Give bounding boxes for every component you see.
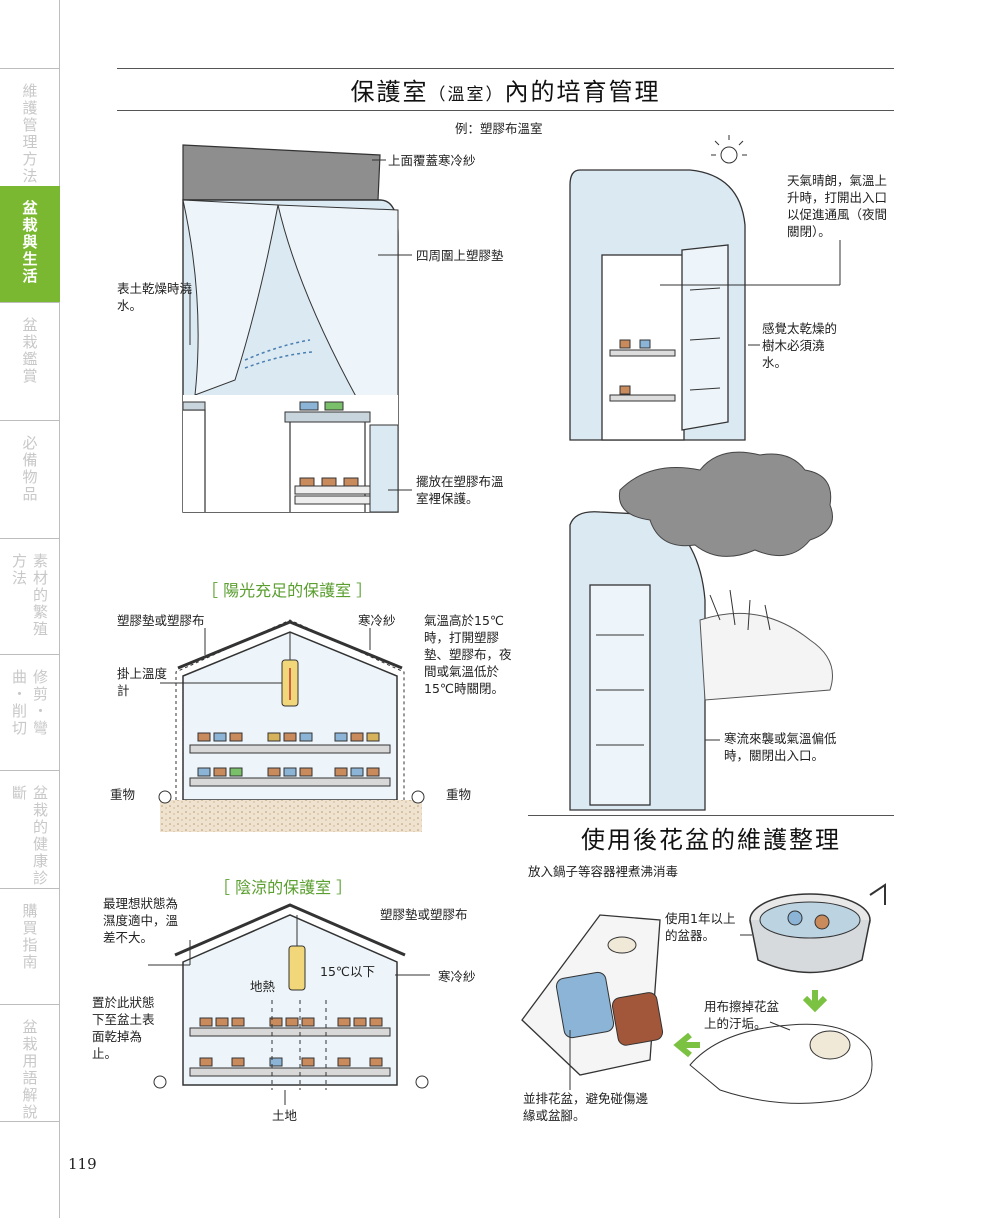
tab-label: 維護管理方法 xyxy=(20,83,39,185)
temp-below-label: 15℃以下 xyxy=(320,964,375,979)
tab-glossary[interactable]: 盆栽用語解說 xyxy=(0,1004,60,1122)
example-label: 例：塑膠布溫室 xyxy=(455,121,543,136)
sheet-label: 塑膠墊或塑膠布 xyxy=(117,613,205,628)
wipe-label: 用布擦掉花盆上的汙垢。 xyxy=(704,999,780,1031)
ground-heat-label: 地熱 xyxy=(250,979,276,994)
top-rule xyxy=(117,68,894,69)
pot-care-rule xyxy=(528,815,894,816)
greenhouse-illustration xyxy=(182,144,412,513)
title-rest: 內的培育管理 xyxy=(504,78,661,106)
shade-house-heading: ［ 陰涼的保護室 ］ xyxy=(214,878,353,897)
pot-care-illustration xyxy=(521,883,886,1104)
tab-label: 盆栽與生活 xyxy=(20,200,39,285)
title-paren: （溫室） xyxy=(428,85,505,105)
boil-label: 放入鍋子等容器裡煮沸消毒 xyxy=(528,864,679,879)
dry-water-label: 感覺太乾燥的樹木必須澆水。 xyxy=(762,321,838,370)
old-pot-label: 使用1年以上的盆器。 xyxy=(665,911,736,943)
door-open-illustration xyxy=(569,135,841,441)
tab-label: 素材的繁殖方法 xyxy=(10,553,49,638)
keep-state-label: 置於此狀態下至盆土表面乾掉為止。 xyxy=(92,995,155,1061)
ideal-state-label: 最理想狀態為濕度適中，溫差不大。 xyxy=(103,896,179,945)
page-number: 119 xyxy=(68,1155,97,1173)
cover-label: 上面覆蓋寒冷紗 xyxy=(388,153,476,168)
temperature-note: 氣溫高於15℃時，打開塑膠墊、塑膠布，夜間或氣溫低於15℃時關閉。 xyxy=(424,613,512,696)
pot-care-title: 使用後花盆的維護整理 xyxy=(581,826,841,854)
tab-bonsai-life[interactable]: 盆栽與生活 xyxy=(0,186,60,302)
tab-label: 盆栽鑑賞 xyxy=(20,317,39,385)
tab-label: 盆栽的健康診斷 xyxy=(10,785,49,887)
shade-sheet-label: 塑膠墊或塑膠布 xyxy=(380,907,468,922)
tab-label: 修剪・彎曲・削切 xyxy=(10,669,49,737)
title-underline xyxy=(117,110,894,111)
surround-label: 四周圍上塑膠墊 xyxy=(416,248,504,263)
sunny-house-heading: ［ 陽光充足的保護室 ］ xyxy=(202,581,373,600)
tab-maintenance[interactable]: 維護管理方法 xyxy=(0,68,60,186)
tab-essentials[interactable]: 必備物品 xyxy=(0,420,60,538)
weight-left-label: 重物 xyxy=(110,787,136,802)
chapter-tab-bar: 維護管理方法 盆栽與生活 盆栽鑑賞 必備物品 素材的繁殖方法 修剪・彎曲・削切 … xyxy=(0,0,60,1218)
thermometer-label: 掛上溫度計 xyxy=(117,666,168,698)
tab-health[interactable]: 盆栽的健康診斷 xyxy=(0,770,60,888)
title-main: 保護室 xyxy=(350,78,429,106)
tab-propagation[interactable]: 素材的繁殖方法 xyxy=(0,538,60,654)
page-title: 保護室（溫室）內的培育管理 xyxy=(117,72,894,107)
tab-appreciation[interactable]: 盆栽鑑賞 xyxy=(0,302,60,420)
water-label: 表土乾燥時澆水。 xyxy=(117,281,193,313)
tab-pruning[interactable]: 修剪・彎曲・削切 xyxy=(0,654,60,770)
ground-label: 土地 xyxy=(272,1108,298,1123)
tab-label: 必備物品 xyxy=(20,435,39,503)
place-label: 擺放在塑膠布溫室裡保護。 xyxy=(416,474,504,506)
tab-label: 盆栽用語解說 xyxy=(20,1019,39,1121)
cold-close-label: 寒流來襲或氣溫偏低時，關閉出入口。 xyxy=(724,731,837,763)
weight-right-label: 重物 xyxy=(446,787,472,802)
shade-gauze-label: 寒冷紗 xyxy=(438,969,476,984)
sunny-house-illustration xyxy=(158,619,425,832)
gauze-label: 寒冷紗 xyxy=(358,613,396,628)
sunny-open-label: 天氣晴朗，氣溫上升時，打開出入口以促進通風（夜間關閉）。 xyxy=(787,173,888,239)
door-closed-illustration xyxy=(569,451,833,811)
tab-buying[interactable]: 購買指南 xyxy=(0,888,60,1004)
line-pots-label: 並排花盆，避免碰傷邊緣或盆腳。 xyxy=(523,1091,649,1123)
shade-house-illustration xyxy=(148,903,430,1105)
tab-label: 購買指南 xyxy=(20,903,39,971)
